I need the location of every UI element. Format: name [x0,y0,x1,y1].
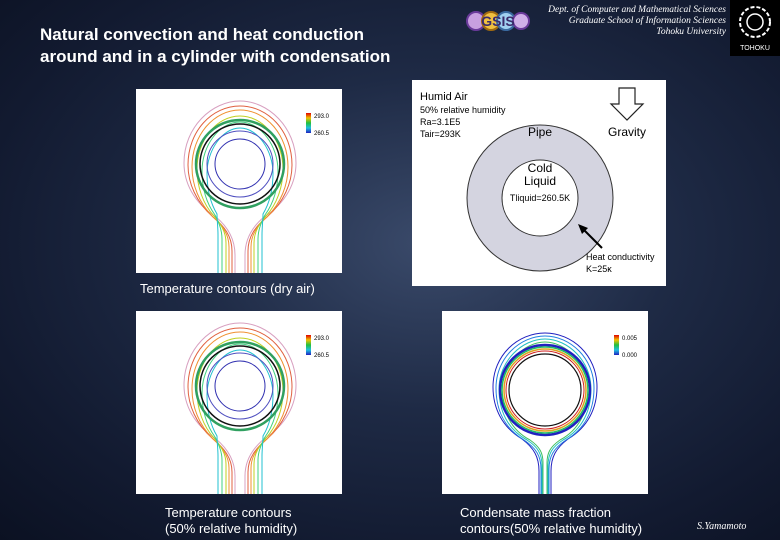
tohoku-logo-text: TOHOKU [740,45,770,52]
legend-max-label: 293.0 [314,336,330,342]
gravity-label: Gravity [608,125,646,139]
caption-condensate: Condensate mass fraction contours(50% re… [460,505,642,537]
heat-conductivity-label: Heat conductivity [586,252,655,262]
title-line-1: Natural convection and heat conduction [40,25,364,44]
air-temp-label: Tair=293K [420,129,461,139]
title-line-2: around and in a cylinder with condensati… [40,47,391,66]
legend-max-label: 0.005 [622,336,638,342]
humidity-label: 50% relative humidity [420,105,506,115]
caption-condensate-line-2: contours(50% relative humidity) [460,521,643,536]
dept-line-2: Graduate School of Information Sciences [568,16,726,26]
caption-humid-line-1: Temperature contours [165,505,292,520]
panel-temperature-dry-air: 293.0 260.5 [136,89,342,273]
legend-max-label: 293.0 [314,114,330,120]
conductivity-value-label: K=25κ [586,264,612,274]
caption-humid-line-2: (50% relative humidity) [165,521,298,536]
panel-schematic: Humid Air 50% relative humidity Ra=3.1E5… [412,80,666,286]
panel-condensate: 0.005 0.000 [442,311,648,494]
dept-line-1: Dept. of Computer and Mathematical Scien… [548,5,726,15]
gravity-arrow-icon [609,87,645,121]
legend-min-label: 0.000 [622,353,638,359]
cold-label: Cold [528,161,553,175]
liquid-temp-label: Tliquid=260.5K [510,193,570,203]
liquid-label: Liquid [524,174,556,188]
author-signature: S.Yamamoto [697,521,747,532]
caption-humid: Temperature contours (50% relative humid… [165,505,297,537]
panel-temperature-humid: 293.0 260.5 [136,311,342,494]
caption-condensate-line-1: Condensate mass fraction [460,505,612,520]
department-info: Dept. of Computer and Mathematical Scien… [534,5,726,38]
humid-air-label: Humid Air [420,91,468,103]
gsis-logo: GSIS [466,5,530,35]
tohoku-logo: TOHOKU [730,0,780,56]
pipe-label: Pipe [528,125,552,139]
caption-dry-air: Temperature contours (dry air) [140,281,315,296]
legend-min-label: 260.5 [314,353,330,359]
legend-min-label: 260.5 [314,131,330,137]
slide-title: Natural convection and heat conduction a… [40,24,390,68]
gsis-logo-text: GSIS [481,13,514,29]
conductivity-arrow-icon [581,227,603,249]
dept-line-3: Tohoku University [656,27,726,37]
rayleigh-label: Ra=3.1E5 [420,117,460,127]
